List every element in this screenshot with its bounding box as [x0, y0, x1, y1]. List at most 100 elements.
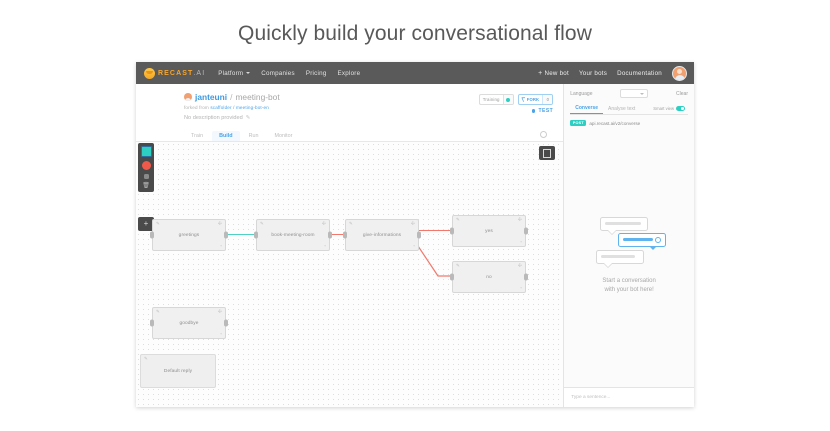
fork-count: 0 — [542, 95, 553, 104]
user-avatar[interactable] — [672, 65, 687, 81]
app-body: janteuni / meeting-bot forked from scaff… — [136, 84, 694, 407]
node-goodbye[interactable]: ✎ ✢ ▫ goodbye — [150, 307, 228, 339]
node-port-left[interactable] — [343, 231, 347, 239]
nav-item-companies[interactable]: Companies — [261, 69, 295, 77]
chat-bubble-active-icon — [618, 232, 667, 250]
training-status-cell — [502, 95, 513, 104]
trash-icon[interactable]: 🗑 — [142, 183, 150, 189]
node-port-left[interactable] — [254, 231, 258, 239]
trash-icon[interactable]: ▫ — [220, 330, 222, 336]
node-give-informations[interactable]: ✎ ✢ ▫ give-informations — [343, 219, 421, 251]
tab-analyse-text[interactable]: Analyse text — [608, 105, 636, 112]
move-icon[interactable]: ✢ — [217, 309, 222, 315]
node-port-left[interactable] — [450, 227, 454, 235]
node-yes[interactable]: ✎ ✢ ▫ yes — [450, 215, 528, 247]
recast-logo-icon — [144, 67, 155, 79]
brand-logo[interactable]: RECAST.AI — [144, 67, 206, 79]
pencil-icon[interactable]: ✎ — [245, 115, 251, 121]
pencil-icon[interactable]: ✎ — [156, 309, 160, 314]
training-badge[interactable]: Training — [478, 94, 514, 105]
smart-view-toggle[interactable] — [676, 106, 685, 111]
documentation-link[interactable]: Documentation — [617, 69, 662, 77]
pencil-icon[interactable]: ✎ — [456, 263, 460, 268]
flow-canvas[interactable]: 🗑 + ✎ ✢ ▫ greetings — [136, 142, 564, 407]
console-tab-bar: Converse Analyse text Smart view — [570, 103, 688, 115]
conversation-empty-state: Start a conversation with your bot here! — [564, 126, 694, 407]
trash-icon[interactable]: ▫ — [520, 238, 522, 244]
project-owner[interactable]: janteuni — [195, 92, 228, 102]
new-bot-button[interactable]: +New bot — [538, 70, 569, 77]
console-panel: Language Clear Converse Analyse text Sma… — [563, 84, 694, 407]
clear-button[interactable]: Clear — [676, 90, 688, 97]
forked-source-link[interactable]: scaffolder / meeting-bot-en — [210, 105, 269, 110]
message-input-bar[interactable]: Type a sentence... — [564, 387, 694, 407]
project-bot-name: meeting-bot — [235, 92, 280, 102]
move-icon[interactable]: ✢ — [410, 221, 415, 227]
nav-item-explore[interactable]: Explore — [337, 69, 361, 77]
pencil-icon[interactable]: ✎ — [456, 217, 460, 222]
node-port-left[interactable] — [150, 319, 154, 327]
node-port-left[interactable] — [450, 273, 454, 281]
empty-state-line-1: Start a conversation — [602, 277, 656, 284]
node-label: greetings — [178, 232, 200, 238]
node-label: yes — [485, 228, 493, 234]
move-icon[interactable]: ✢ — [217, 221, 222, 227]
move-icon[interactable]: ✢ — [517, 263, 522, 269]
smart-view-toggle-group[interactable]: Smart view — [653, 106, 685, 111]
node-port-right[interactable] — [224, 231, 228, 239]
record-stop-icon[interactable] — [141, 161, 151, 170]
node-port-right[interactable] — [328, 231, 332, 239]
node-greetings[interactable]: ✎ ✢ ▫ greetings — [150, 219, 228, 251]
gear-icon[interactable] — [540, 131, 548, 138]
pencil-icon[interactable]: ✎ — [156, 221, 160, 226]
trash-icon[interactable]: ▫ — [520, 284, 522, 290]
node-default-reply[interactable]: ✎ Default reply — [140, 354, 216, 388]
tab-converse[interactable]: Converse — [570, 103, 604, 114]
chat-bubble-icon — [596, 249, 645, 264]
record-start-icon[interactable] — [140, 146, 152, 157]
fullscreen-icon — [543, 148, 552, 158]
fork-badge[interactable]: ⎲ FORK 0 — [517, 94, 554, 105]
nav-links: Platform Companies Pricing Explore — [218, 70, 360, 77]
your-bots-link[interactable]: Your bots — [578, 69, 608, 77]
console-header: Language Clear Converse Analyse text Sma… — [564, 84, 694, 127]
tab-train[interactable]: Train — [191, 133, 204, 139]
fork-label: ⎲ FORK — [521, 97, 540, 102]
move-icon[interactable]: ✢ — [517, 217, 522, 223]
move-icon[interactable]: ✢ — [321, 221, 326, 227]
add-node-button[interactable]: + — [138, 217, 154, 231]
nav-item-pricing[interactable]: Pricing — [305, 69, 327, 77]
brand-suffix: .AI — [193, 69, 206, 77]
nav-right-group: +New bot Your bots Documentation — [538, 65, 687, 81]
nav-item-platform[interactable]: Platform — [218, 70, 251, 77]
trash-icon[interactable]: ▫ — [324, 242, 326, 248]
chevron-down-icon — [246, 71, 251, 74]
node-port-right[interactable] — [524, 227, 528, 235]
test-label: TEST — [538, 108, 554, 114]
tab-build[interactable]: Build — [212, 131, 240, 141]
test-button[interactable]: TEST — [531, 108, 554, 114]
project-title: janteuni / meeting-bot — [184, 92, 563, 102]
node-port-right[interactable] — [224, 319, 228, 327]
node-no[interactable]: ✎ ✢ ▫ no — [450, 261, 528, 293]
fullscreen-button[interactable] — [539, 146, 556, 160]
pencil-icon[interactable]: ✎ — [144, 356, 148, 361]
tab-monitor[interactable]: Monitor — [274, 133, 293, 139]
pencil-icon[interactable]: ✎ — [349, 221, 353, 226]
node-port-left[interactable] — [150, 231, 154, 239]
square-icon[interactable] — [143, 174, 149, 179]
node-book-meeting-room[interactable]: ✎ ✢ ▫ book-meeting-room — [254, 219, 332, 251]
tab-run[interactable]: Run — [248, 133, 259, 139]
node-port-right[interactable] — [417, 231, 421, 239]
node-port-right[interactable] — [524, 273, 528, 281]
message-input-placeholder: Type a sentence... — [571, 395, 611, 400]
fork-text: FORK — [526, 97, 540, 102]
project-description: No description provided ✎ — [184, 115, 563, 121]
page-title: Quickly build your conversational flow — [238, 22, 592, 45]
trash-icon[interactable]: ▫ — [413, 242, 415, 248]
bubble-bar — [605, 222, 642, 225]
language-select[interactable] — [620, 89, 649, 98]
trash-icon[interactable]: ▫ — [220, 242, 222, 248]
chat-bubbles-illustration — [590, 216, 668, 271]
pencil-icon[interactable]: ✎ — [260, 221, 264, 226]
